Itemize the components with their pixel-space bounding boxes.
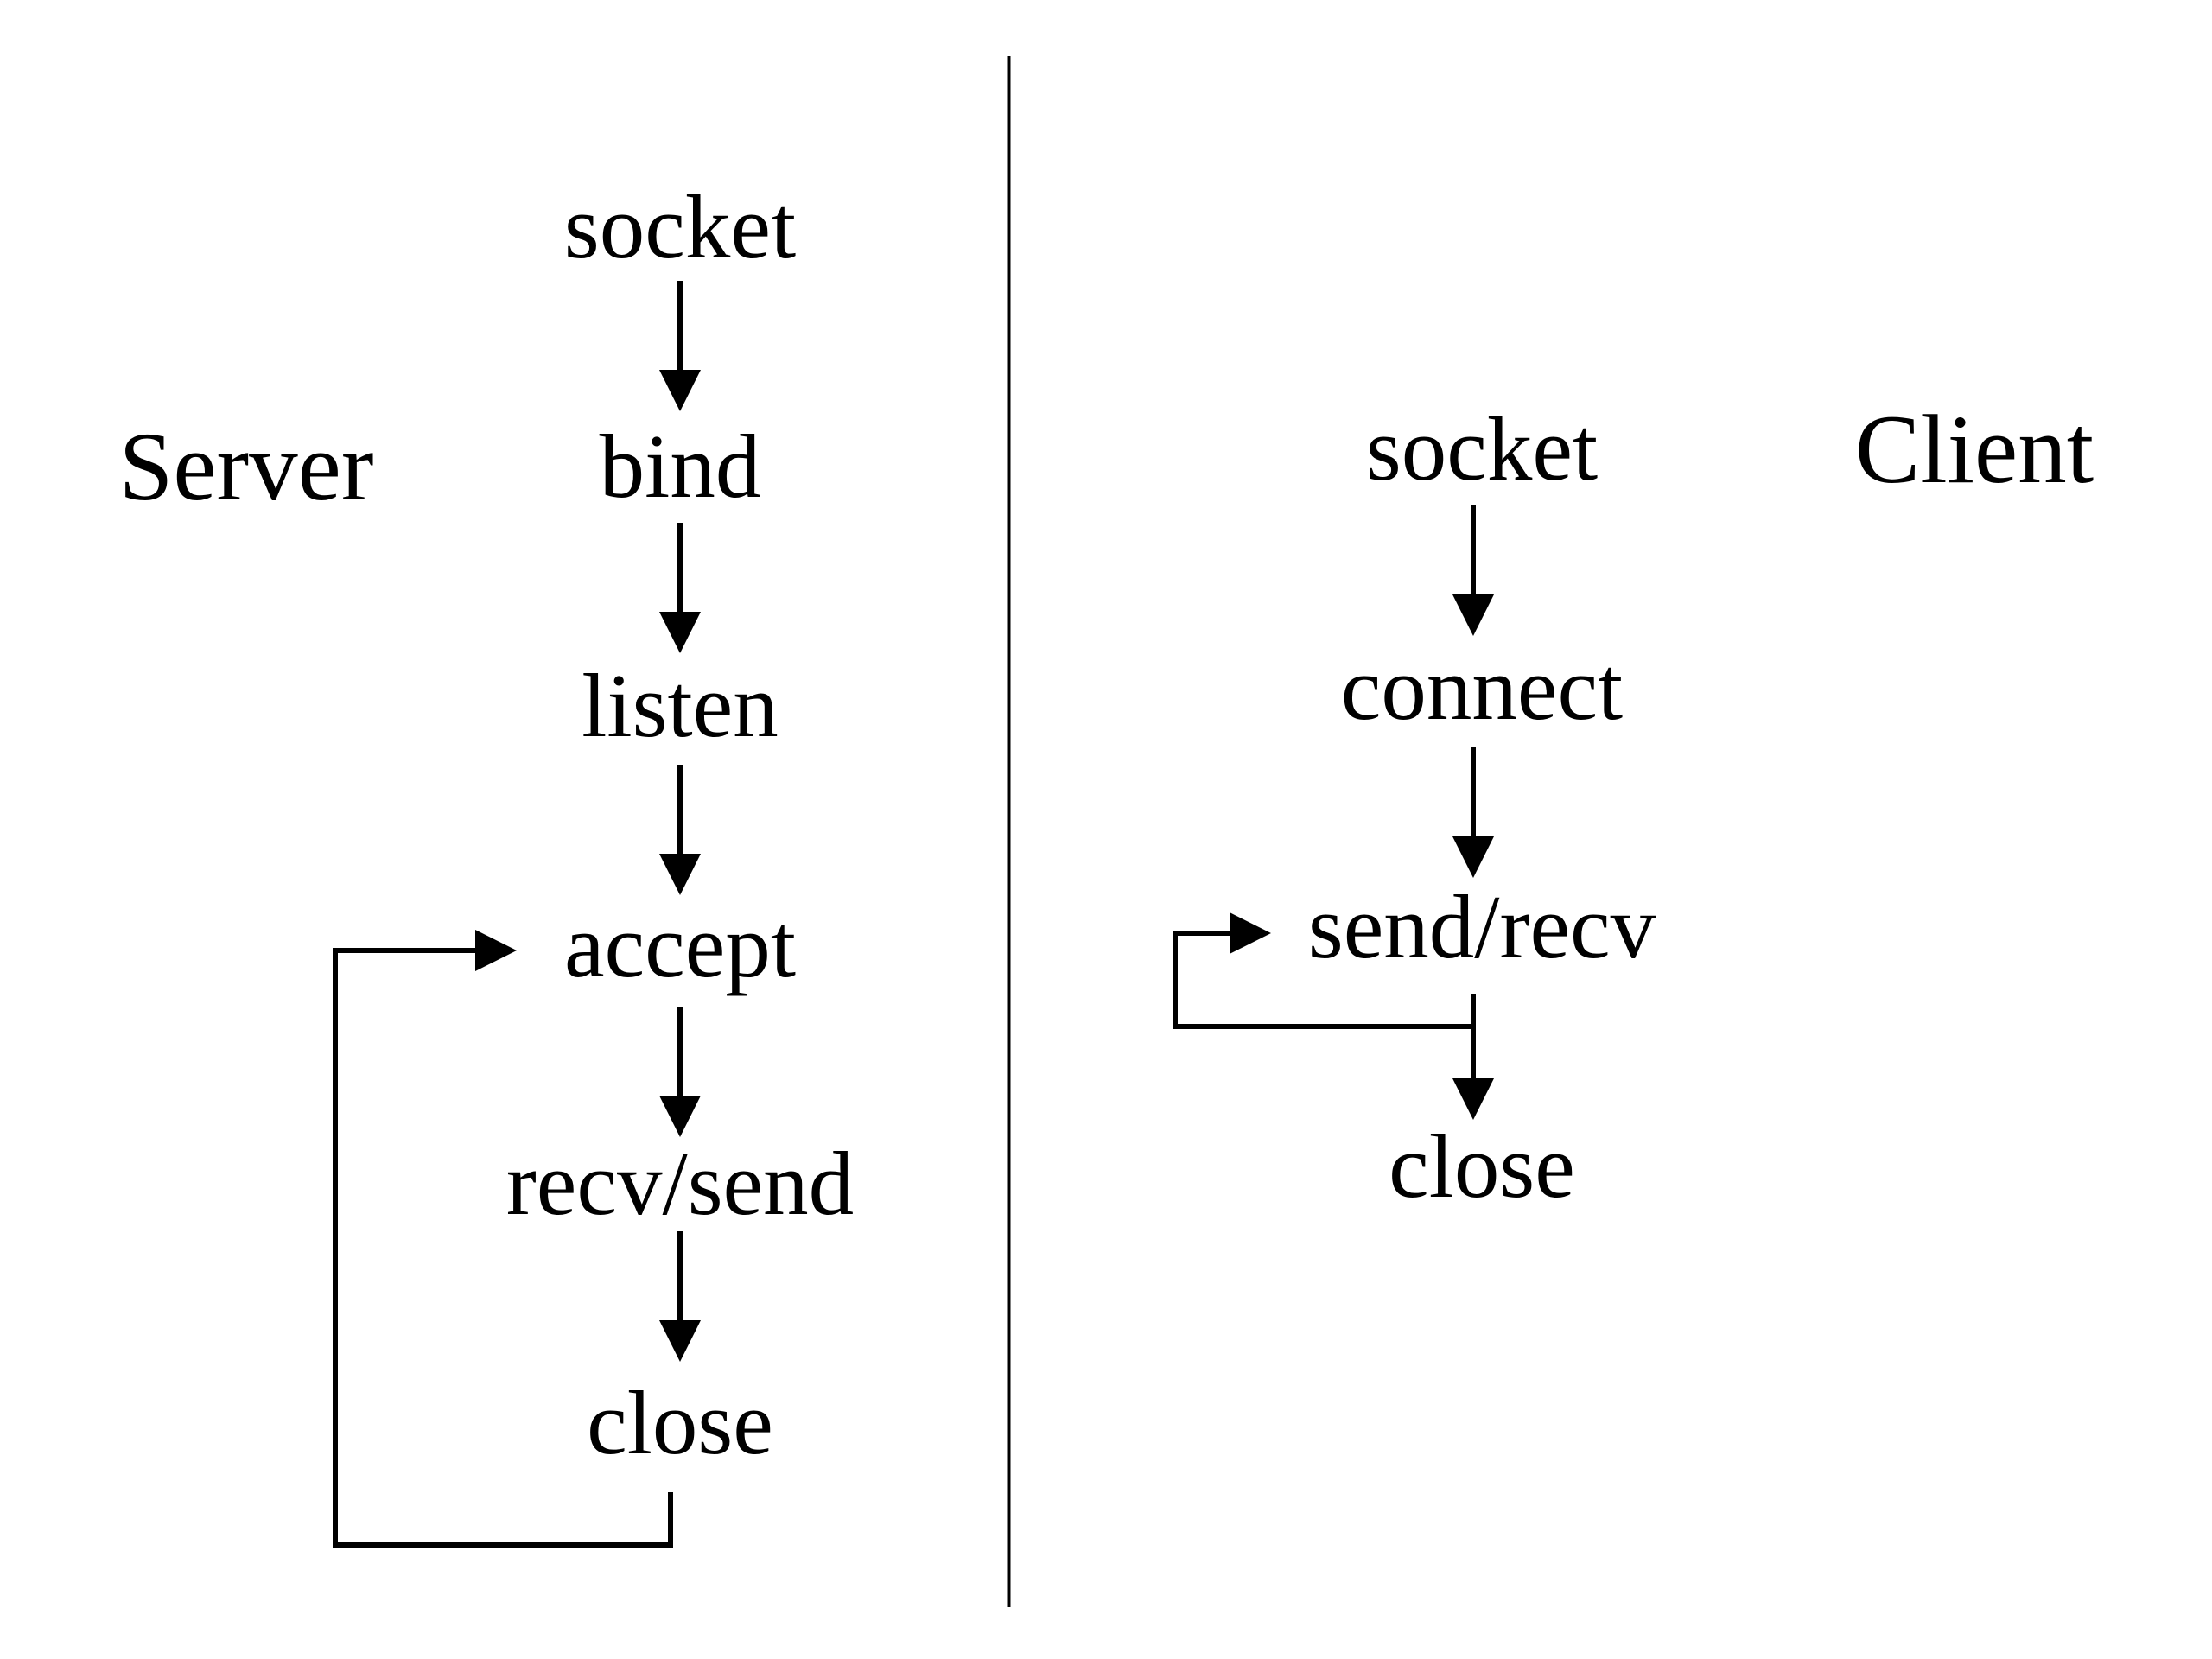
server-step-bind: bind [600, 416, 761, 517]
server-step-listen: listen [582, 655, 778, 756]
server-loop-close-to-accept [333, 930, 673, 1548]
client-loop-send-recv [1173, 912, 1473, 1029]
client-step-socket: socket [1366, 398, 1598, 499]
client-label: Client [1855, 396, 2094, 504]
server-step-close: close [587, 1372, 773, 1473]
server-step-socket: socket [564, 176, 796, 277]
server-step-recv-send: recv/send [506, 1133, 854, 1234]
server-label: Server [119, 413, 374, 521]
client-step-connect: connect [1341, 638, 1623, 739]
server-step-accept: accept [564, 895, 796, 996]
client-step-send-recv: send/recv [1308, 876, 1656, 977]
client-step-close: close [1389, 1116, 1575, 1217]
